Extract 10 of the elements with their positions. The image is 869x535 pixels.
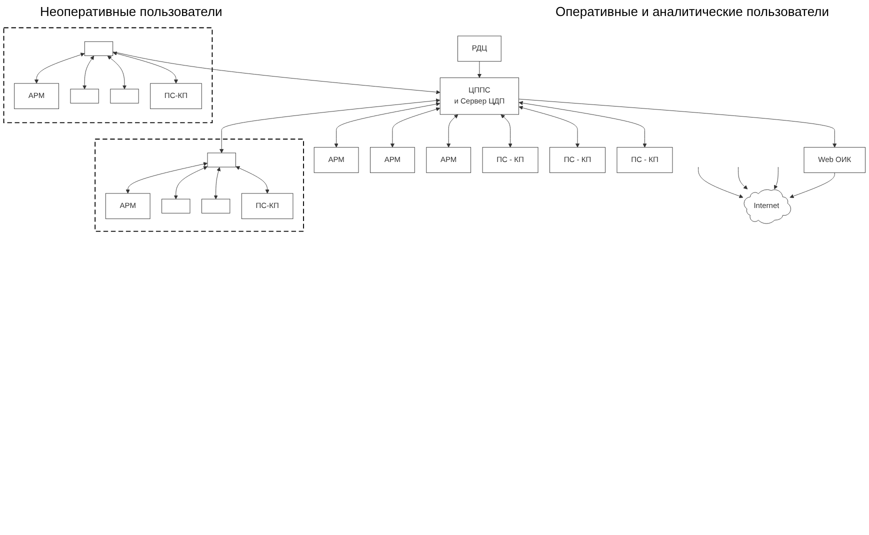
node-box — [207, 152, 236, 168]
group-label: Неоперативные пользователи — [40, 4, 222, 21]
node-box — [202, 198, 230, 214]
cluster — [94, 138, 304, 232]
group-label: Оперативные и аналитические пользователи — [556, 4, 829, 21]
node-box — [162, 198, 190, 214]
node-box — [70, 88, 99, 104]
cluster — [3, 27, 213, 124]
node-box — [84, 41, 114, 56]
node-box — [110, 88, 139, 104]
